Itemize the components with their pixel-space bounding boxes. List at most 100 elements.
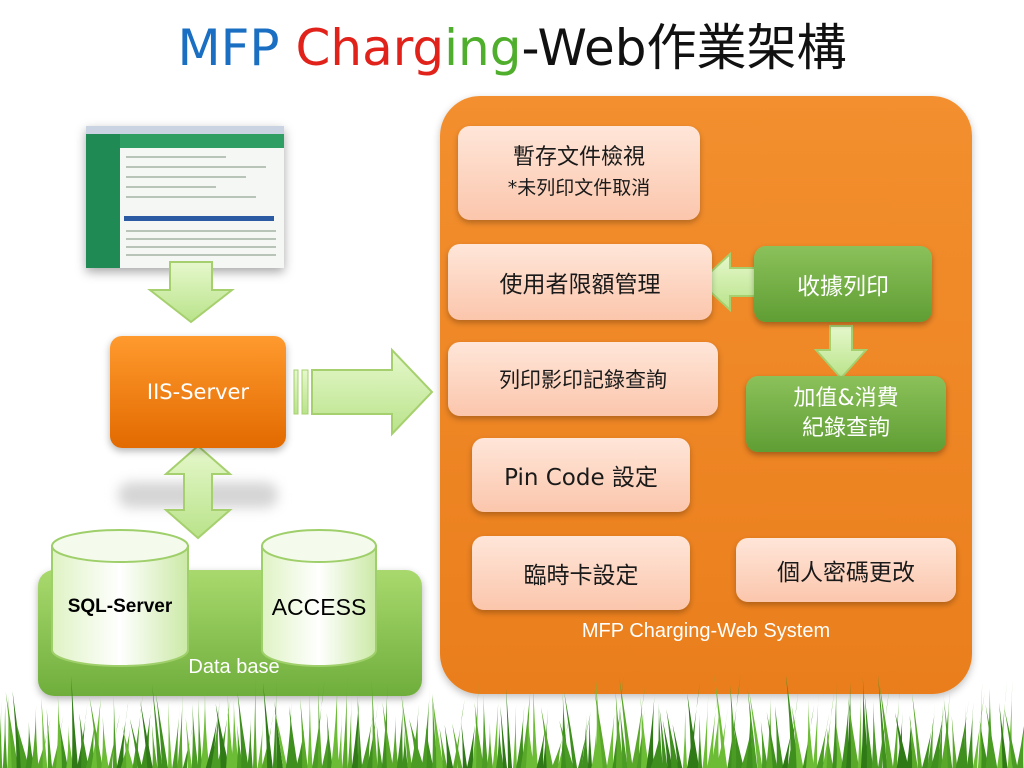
grass-blade [401, 727, 409, 768]
grass-blade [15, 718, 30, 768]
grass-blade [927, 701, 935, 768]
grass-blade [101, 716, 109, 768]
grass-blade [2, 703, 8, 768]
grass-blade [452, 723, 463, 768]
grass-blade [619, 706, 628, 768]
grass-blade [439, 727, 448, 768]
grass-blade [46, 708, 53, 768]
topup-consumption-query-box: 加值&消費 紀錄查詢 [746, 376, 946, 452]
grass-blade [197, 698, 203, 768]
grass-blade [937, 688, 944, 768]
grass-blade [733, 722, 744, 768]
grass-blade [697, 714, 703, 768]
grass-blade [595, 675, 605, 768]
grass-blade [307, 687, 313, 768]
grass-blade [236, 725, 244, 768]
grass-blade [0, 701, 3, 768]
grass-blade [532, 680, 538, 768]
grass-blade [391, 714, 399, 768]
grass-blade [12, 691, 24, 768]
grass-blade [272, 678, 278, 768]
grass-blade [857, 689, 863, 768]
grass-blade [687, 693, 700, 768]
sql-server-label: SQL-Server [67, 596, 173, 617]
grass-blade [879, 684, 894, 768]
grass-blade [421, 681, 431, 768]
web-ui-screenshot-thumbnail [86, 126, 284, 268]
grass-blade [895, 712, 909, 768]
grass-blade [361, 707, 375, 768]
grass-blade [727, 674, 741, 768]
slide-title: MFP Charging-Web作業架構 [0, 18, 1024, 78]
grass-blade [366, 703, 379, 768]
grass-blade [247, 716, 253, 768]
change-password-box: 個人密碼更改 [736, 538, 956, 602]
web-system-label: MFP Charging-Web System [581, 620, 831, 642]
grass-blade [659, 708, 668, 768]
grass-blade [155, 693, 169, 768]
grass-blade [486, 722, 494, 768]
access-cylinder [261, 529, 377, 667]
grass-blade [657, 702, 663, 768]
grass-blade [116, 702, 129, 768]
grass-blade [955, 699, 969, 768]
grass-blade [107, 713, 121, 768]
iis-server-label: IIS-Server [146, 380, 250, 404]
title-rest: -Web作業架構 [521, 19, 847, 77]
grass-blade [979, 720, 989, 768]
grass-blade [215, 703, 230, 768]
grass-blade [66, 725, 74, 768]
grass-blade [152, 684, 163, 768]
grass-blade [999, 702, 1008, 768]
down-arrow-receipt-to-topup [813, 325, 869, 380]
grass-blade [274, 701, 284, 768]
right-arrow-iis-to-system [293, 347, 434, 437]
grass-blade [452, 698, 465, 768]
left-arrow-receipt-to-quota [698, 251, 757, 313]
grass-blade [587, 714, 593, 768]
print-copy-record-query-box: 列印影印記錄查詢 [448, 342, 718, 416]
title-mfp: MFP [177, 19, 280, 77]
grass-blade [972, 692, 985, 768]
grass-blade [432, 695, 444, 768]
grass-blade [167, 701, 173, 768]
grass-blade [606, 700, 616, 768]
grass-blade [525, 711, 535, 768]
grass-blade [520, 674, 532, 768]
grass-blade [516, 704, 525, 768]
grass-blade [382, 702, 394, 768]
grass-blade [56, 694, 64, 768]
grass-blade [376, 725, 383, 768]
change-password-label: 個人密碼更改 [777, 560, 915, 586]
grass-blade [551, 727, 566, 768]
grass-blade [326, 712, 333, 768]
grass-blade [581, 715, 589, 768]
grass-blade [540, 707, 554, 768]
iis-server-box: IIS-Server [110, 336, 286, 448]
receipt-print-label: 收據列印 [797, 274, 889, 300]
access-label: ACCESS [271, 594, 367, 620]
grass-blade [631, 682, 646, 768]
grass-blade [966, 701, 974, 768]
grass-blade [337, 712, 343, 768]
temporary-card-settings-box: 臨時卡設定 [472, 536, 690, 610]
title-charg: Charg [295, 19, 445, 77]
grass-blade [710, 696, 721, 768]
grass-blade [396, 695, 404, 768]
grass-blade [559, 720, 574, 768]
grass-blade [357, 694, 363, 768]
temp-document-view-label: 暫存文件檢視 [512, 145, 645, 170]
grass-blade [71, 675, 79, 768]
grass-decoration [0, 674, 1024, 768]
grass-blade [172, 703, 181, 768]
grass-blade [774, 706, 784, 768]
grass-blade [474, 702, 484, 768]
grass-blade [140, 700, 153, 768]
grass-blade [1016, 725, 1024, 768]
grass-blade [577, 711, 591, 768]
grass-blade [760, 721, 769, 768]
grass-blade [512, 703, 518, 768]
grass-blade [89, 697, 103, 768]
